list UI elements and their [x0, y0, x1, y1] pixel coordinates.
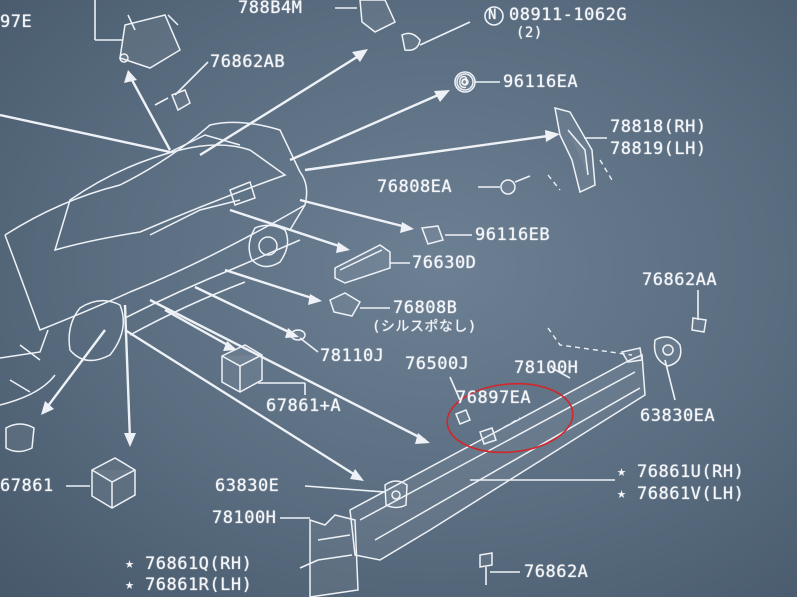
leader-lines [66, 0, 699, 573]
part-label-67861a: 67861+A [266, 396, 342, 416]
part-box-67861 [91, 457, 136, 509]
red-highlight-circle [446, 382, 574, 454]
part-bracket-top-left [119, 14, 181, 69]
part-plug-78110j [290, 329, 306, 341]
part-clip-63830ea [653, 336, 682, 367]
part-label-78100h-upper: 78100H [514, 358, 579, 378]
part-clip-76500j [455, 409, 471, 425]
part-pad-76808b [329, 292, 362, 317]
part-label-67861: 67861 [0, 476, 54, 496]
nut-marker-symbol: N [488, 7, 497, 23]
car-body-outline [0, 121, 308, 406]
part-label-76897ea: 76897EA [456, 388, 532, 408]
part-label-76862a: 76862A [524, 562, 589, 582]
part-bolt-76862aa [691, 317, 707, 333]
part-label-76630d: 76630D [412, 253, 477, 273]
part-label-76861v-lh: 76861V(LH) [637, 484, 745, 504]
clip-marker-symbol: @ [459, 74, 468, 90]
part-bolt-76862a [479, 552, 493, 585]
part-label-08911-1062g: 08911-1062G [509, 5, 628, 25]
part-side-sill [349, 327, 646, 561]
part-label-76808ea: 76808EA [377, 177, 453, 197]
star-marker-76861r: ★ [125, 575, 135, 593]
callout-arrows [0, 49, 560, 481]
clip-marker-circle [454, 71, 476, 93]
star-marker-76861q: ★ [125, 554, 135, 572]
part-clip-96116ea [456, 73, 474, 91]
part-label-76500j: 76500J [405, 354, 470, 374]
star-marker-76861u: ★ [617, 462, 627, 480]
nut-marker-circle [484, 6, 504, 26]
part-label-76808b: 76808B [393, 298, 458, 318]
part-label-76861q-rh: 76861Q(RH) [145, 554, 253, 574]
part-qty-08911: (2) [516, 25, 543, 41]
part-bolt-76862ab [154, 89, 191, 112]
part-sill-end-piece [309, 514, 359, 597]
part-label-76861r-lh: 76861R(LH) [145, 575, 253, 595]
part-label-78100h-lower: 78100H [212, 508, 277, 528]
part-label-76862aa: 76862AA [642, 270, 718, 290]
part-screw-76808ea [500, 175, 531, 195]
part-label-78818-rh: 78818(RH) [610, 117, 707, 137]
part-label-78110j: 78110J [320, 346, 385, 366]
part-label-96116ea: 96116EA [503, 72, 579, 92]
part-label-63830e: 63830E [215, 476, 280, 496]
part-box-67861a [221, 344, 263, 393]
part-note-76808b: (シルスポなし) [372, 319, 477, 335]
part-mudguard-78818 [547, 106, 613, 194]
part-seal-76630d [334, 244, 391, 284]
part-label-96116eb: 96116EB [475, 225, 551, 245]
part-clip-76897ea [479, 417, 521, 445]
part-label-788b4m: 788B4M [238, 0, 303, 18]
part-label-63830ea: 63830EA [640, 406, 716, 426]
part-label-76862ab: 76862AB [210, 52, 286, 72]
part-label-78819-lh: 78819(LH) [610, 139, 707, 159]
part-label-97e: 97E [0, 12, 33, 32]
part-grommet-788b4m [359, 0, 421, 52]
star-marker-76861v: ★ [617, 484, 627, 502]
part-clip-96116eb [420, 225, 444, 245]
part-cap-left [5, 423, 35, 453]
part-label-76861u-rh: 76861U(RH) [637, 462, 745, 482]
